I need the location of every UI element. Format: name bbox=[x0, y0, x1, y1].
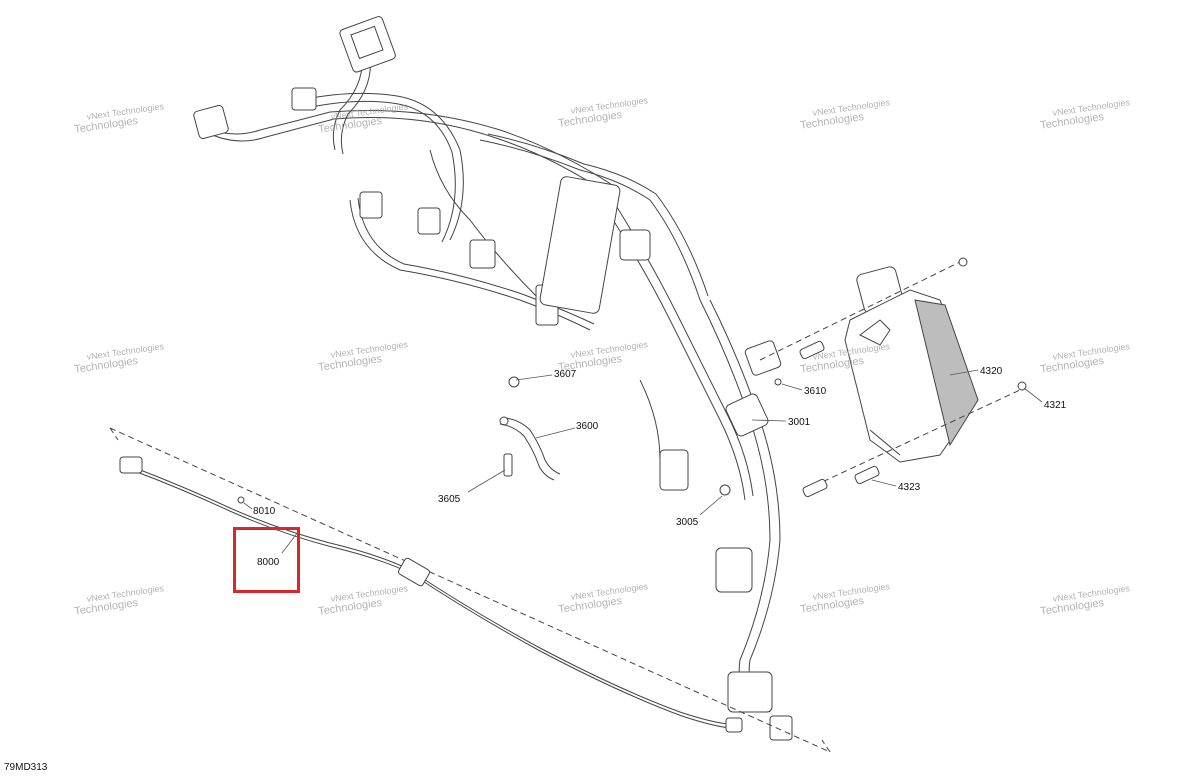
part-label-8010[interactable]: 8010 bbox=[253, 506, 276, 517]
part-label-3605[interactable]: 3605 bbox=[438, 494, 461, 505]
harness-connectors bbox=[193, 16, 904, 741]
voltage-regulator-module bbox=[844, 289, 979, 463]
figure-id: 79MD313 bbox=[4, 762, 48, 773]
callout-lines bbox=[243, 369, 1043, 554]
part-label-3005[interactable]: 3005 bbox=[676, 517, 699, 528]
main-wiring-harness bbox=[199, 39, 781, 713]
ground-strap bbox=[499, 416, 561, 481]
hardware-fasteners bbox=[237, 257, 1027, 504]
highlight-box bbox=[233, 527, 300, 593]
part-label-3610[interactable]: 3610 bbox=[804, 386, 827, 397]
part-label-4323[interactable]: 4323 bbox=[898, 482, 921, 493]
part-label-3607[interactable]: 3607 bbox=[554, 369, 577, 380]
part-label-4321[interactable]: 4321 bbox=[1044, 400, 1067, 411]
part-label-3600[interactable]: 3600 bbox=[576, 421, 599, 432]
sensor-cable bbox=[119, 456, 743, 733]
part-label-8000[interactable]: 8000 bbox=[257, 557, 280, 568]
part-label-3001[interactable]: 3001 bbox=[788, 417, 811, 428]
dashed-leader-lines bbox=[109, 261, 1021, 753]
part-label-4320[interactable]: 4320 bbox=[980, 366, 1003, 377]
